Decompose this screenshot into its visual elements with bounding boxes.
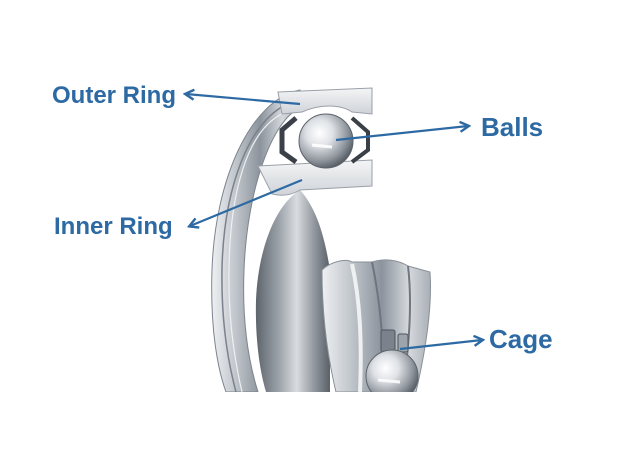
ball-reflection <box>377 378 401 384</box>
inner-bore <box>255 190 330 392</box>
inner-ring-label: Inner Ring <box>54 213 173 240</box>
inner-ring-arrow <box>190 178 303 226</box>
cage-tab <box>380 329 396 353</box>
raceway-highlight <box>350 263 363 393</box>
balls-label: Balls <box>481 112 544 142</box>
seal-groove <box>228 111 287 393</box>
bottom-whitespace <box>0 392 630 453</box>
cage-label: Cage <box>489 324 553 354</box>
seal-groove <box>221 101 293 393</box>
cage-arrow <box>399 340 482 351</box>
outer-ring-label: Outer Ring <box>52 82 176 109</box>
balls-arrow <box>335 126 468 142</box>
cage-strip <box>350 116 370 164</box>
ball-top <box>298 113 354 169</box>
outer-ring-arrow <box>186 94 301 106</box>
ball-reflection <box>311 143 333 149</box>
outer-ring-section <box>277 87 373 115</box>
cage-strip <box>279 116 298 165</box>
